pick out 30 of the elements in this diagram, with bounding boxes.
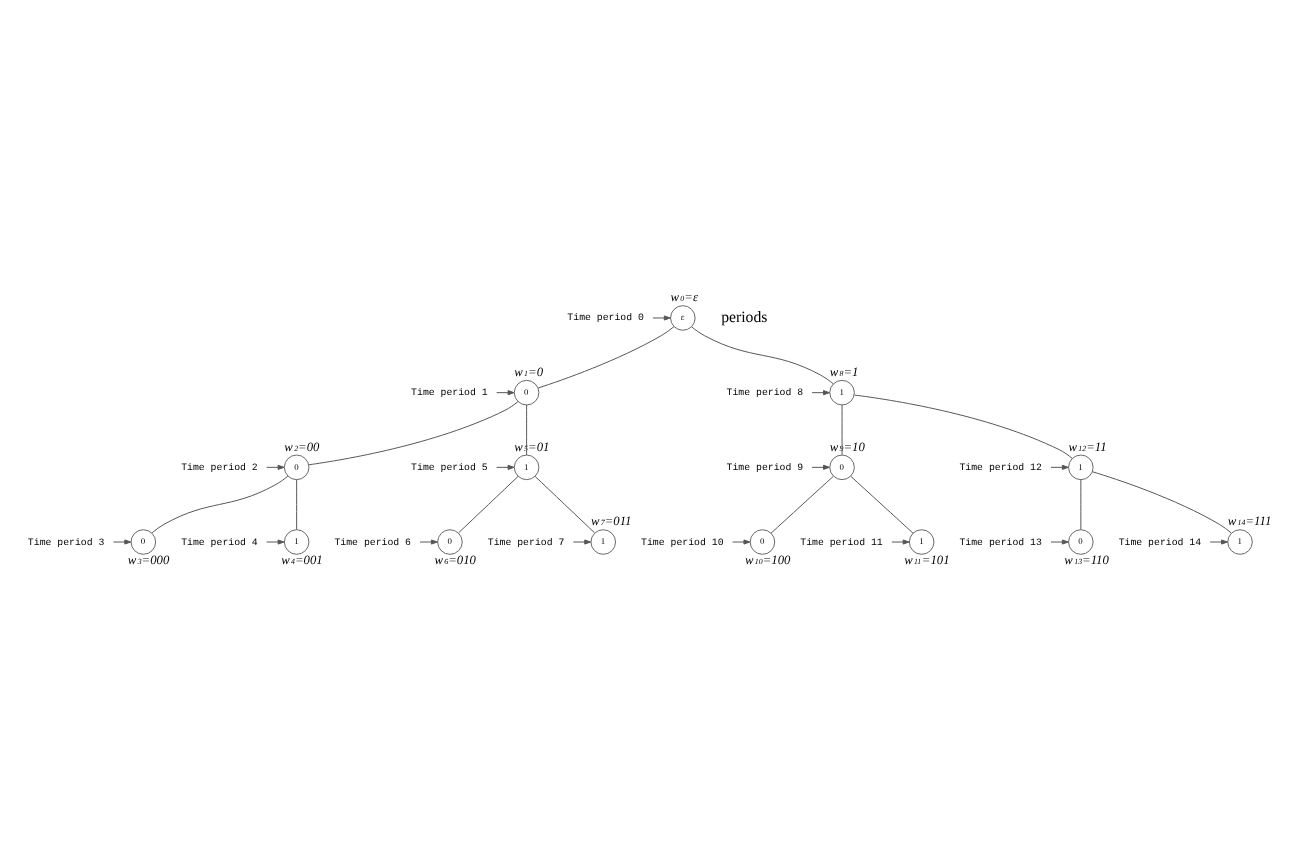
connector bbox=[841, 404, 843, 456]
arrow bbox=[112, 539, 132, 545]
connector bbox=[1092, 471, 1232, 534]
arrow bbox=[572, 539, 592, 545]
connector bbox=[151, 475, 289, 534]
connector bbox=[691, 326, 834, 385]
connector bbox=[296, 479, 298, 530]
connector bbox=[526, 404, 528, 456]
arrow bbox=[496, 464, 515, 470]
arrow bbox=[811, 390, 830, 396]
arrow bbox=[266, 539, 285, 545]
arrow bbox=[811, 464, 830, 470]
label: periods bbox=[721, 307, 768, 326]
arrow bbox=[419, 539, 438, 545]
connector bbox=[537, 326, 675, 389]
arrow bbox=[1050, 464, 1069, 470]
arrow bbox=[732, 539, 751, 545]
connector bbox=[308, 401, 519, 466]
arrow bbox=[1050, 539, 1069, 545]
arrow bbox=[496, 390, 515, 396]
arrow bbox=[652, 315, 671, 321]
connector bbox=[534, 475, 595, 534]
connector bbox=[1080, 479, 1082, 530]
arrow bbox=[891, 539, 910, 545]
arrow bbox=[1209, 539, 1228, 545]
arrow bbox=[266, 464, 285, 470]
connector bbox=[850, 475, 914, 534]
connector bbox=[770, 475, 834, 534]
connector bbox=[458, 475, 519, 534]
connector bbox=[853, 394, 1073, 459]
